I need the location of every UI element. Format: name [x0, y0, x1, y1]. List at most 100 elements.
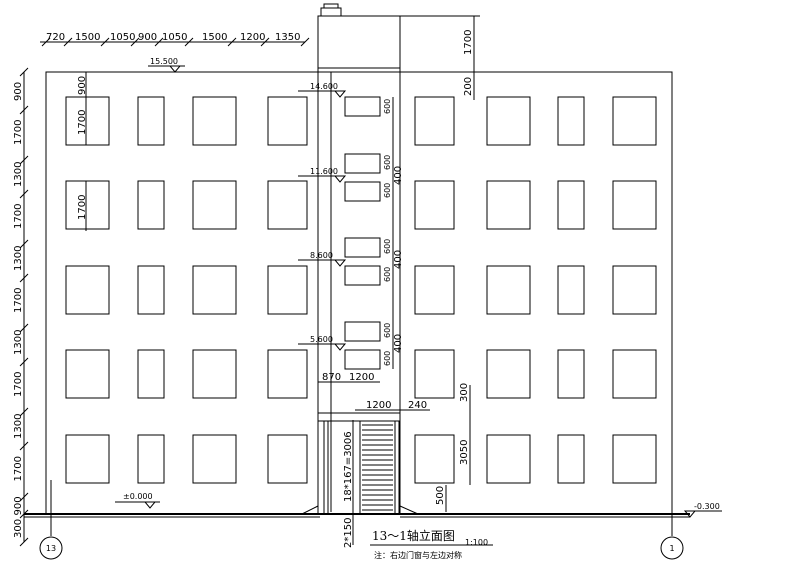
entrance-stair: [359, 420, 396, 515]
stair-window: [344, 181, 381, 202]
dim-tick: [184, 37, 194, 47]
window: [137, 265, 165, 315]
dim-tick: [130, 37, 140, 47]
window-dims: 900 1700 1700: [77, 72, 88, 231]
top-dim: 1350: [275, 32, 300, 43]
window-dim: 1700: [77, 195, 88, 220]
window: [192, 96, 237, 146]
tower-dim: 200: [463, 77, 474, 96]
window: [557, 265, 585, 315]
top-dim: 1050: [110, 32, 135, 43]
elevation-marker: [333, 175, 347, 183]
window: [557, 434, 585, 484]
window: [414, 96, 455, 146]
roof-vent-cap: [323, 3, 339, 9]
elevation-marker: [333, 90, 347, 98]
axis-bubble-1: [660, 536, 684, 560]
dim-tick: [227, 37, 237, 47]
dim-tick: [100, 37, 110, 47]
dim-tick: [260, 37, 270, 47]
window: [486, 180, 531, 230]
stair-dim: 600: [383, 267, 392, 282]
left-dim: 300: [13, 519, 24, 538]
window: [414, 434, 455, 484]
window: [192, 180, 237, 230]
elevation-label: 8.600: [310, 251, 333, 260]
axis-label: 1: [669, 544, 674, 553]
window: [557, 96, 585, 146]
stair-tower: [317, 15, 401, 515]
stair-treads: [362, 424, 393, 511]
door-dim: 3050: [459, 440, 470, 465]
drawing-note: 注：右边门窗与左边对称: [374, 550, 462, 560]
building-right-block: [399, 71, 673, 515]
stair-dim: 600: [383, 99, 392, 114]
left-dims: 3009001700130017001300170013001700130017…: [13, 67, 29, 547]
roof-vent: [320, 7, 342, 17]
elevation-label: 5.600: [310, 335, 333, 344]
dim-tick: [19, 537, 29, 547]
window: [612, 180, 657, 230]
left-dim: 1700: [13, 204, 24, 229]
dim-tick: [19, 189, 29, 199]
window: [65, 434, 110, 484]
window: [486, 349, 531, 399]
drawing-scale: 1:100: [465, 538, 488, 547]
dim-tick: [19, 509, 29, 519]
elevation-label: 14.600: [310, 82, 338, 91]
window: [486, 434, 531, 484]
window: [267, 96, 308, 146]
dim-tick: [19, 239, 29, 249]
elevation-marker: [333, 343, 347, 351]
window: [557, 180, 585, 230]
entrance-column-left: [323, 420, 329, 515]
left-dim: 1700: [13, 372, 24, 397]
left-dim: 1300: [13, 162, 24, 187]
window: [65, 180, 110, 230]
window: [137, 434, 165, 484]
dim-tick: [19, 105, 29, 115]
stair-dim: 600: [383, 351, 392, 366]
left-dim: 900: [13, 496, 24, 515]
top-dim: 1500: [75, 32, 100, 43]
stair-window: [344, 321, 381, 342]
dim-tick: [300, 37, 310, 47]
stair-dim: 600: [383, 183, 392, 198]
top-dim-ticks: [41, 37, 310, 47]
building-left-block: [45, 71, 319, 515]
left-dim: 900: [13, 82, 24, 101]
window: [192, 265, 237, 315]
dim-tick: [19, 441, 29, 451]
stair-windows: [344, 96, 381, 370]
left-dim: 1700: [13, 456, 24, 481]
axis-label: 13: [46, 544, 56, 553]
left-dim: 1700: [13, 120, 24, 145]
left-dim: 1300: [13, 414, 24, 439]
stair-dim: 400: [393, 334, 404, 353]
window: [65, 349, 110, 399]
top-dims: 720 1500 1050 900 1050 1500 1200 1350: [46, 32, 300, 43]
top-dim: 1050: [162, 32, 187, 43]
axis-bubble-13: [39, 536, 63, 560]
dim-tick: [19, 67, 29, 77]
top-dim: 1500: [202, 32, 227, 43]
window: [414, 265, 455, 315]
elevation-marker: [333, 259, 347, 267]
window: [612, 349, 657, 399]
stair-window-dims: 600 600 400 600 600 400 600 600 400 600: [383, 97, 404, 369]
dim-tick: [19, 323, 29, 333]
window: [612, 96, 657, 146]
elevation-marker: [168, 65, 182, 73]
step-dim: 2*150: [343, 518, 354, 548]
window: [557, 349, 585, 399]
stair-window: [344, 349, 381, 370]
dim-tick: [63, 37, 73, 47]
window: [414, 349, 455, 399]
dim-tick: [19, 155, 29, 165]
window: [414, 180, 455, 230]
door-dim: 500: [435, 486, 446, 505]
window-dim: 1700: [77, 110, 88, 135]
top-dim: 900: [138, 32, 157, 43]
window: [65, 265, 110, 315]
